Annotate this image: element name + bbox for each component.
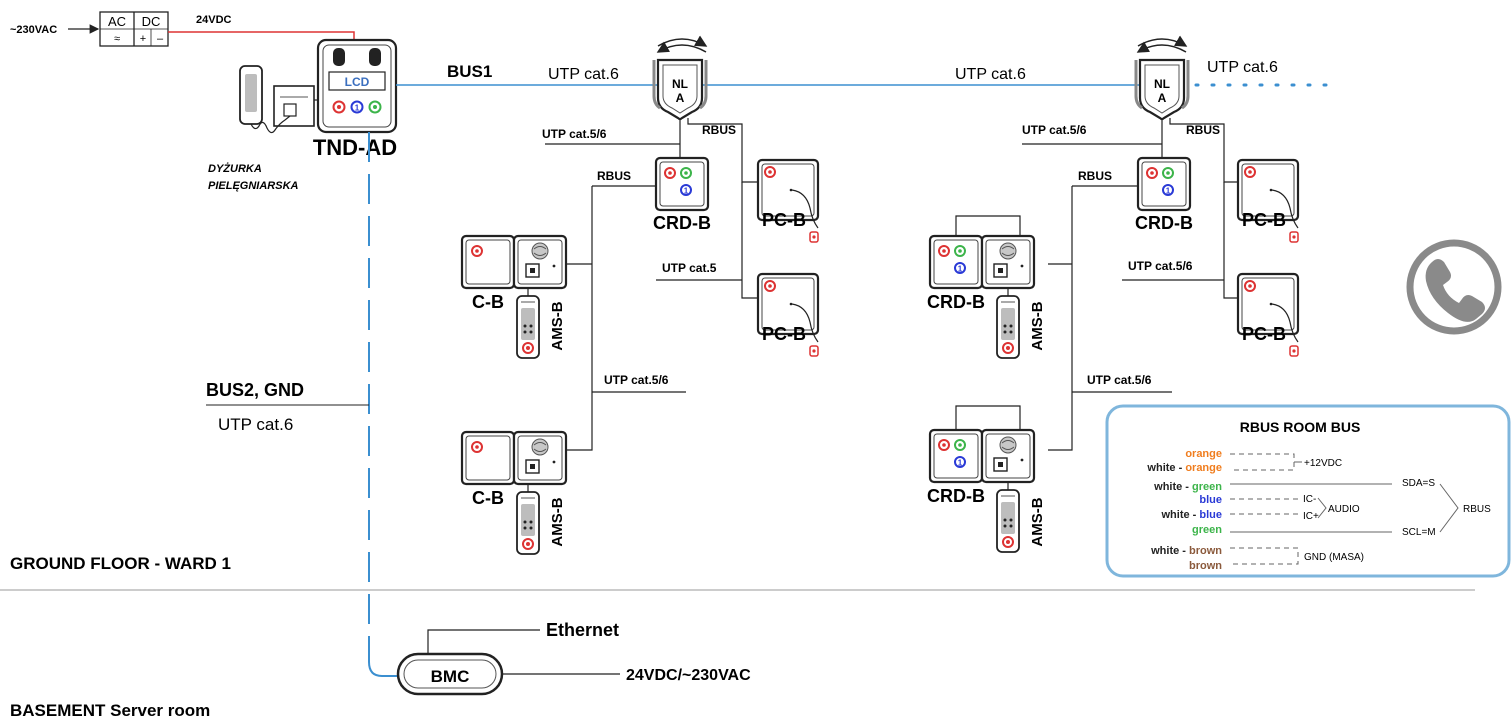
bmc-label: BMC (431, 667, 470, 686)
bus1-label: BUS1 (447, 62, 492, 81)
ethernet-label: Ethernet (546, 620, 619, 640)
utp56-label-2: UTP cat.5/6 (604, 373, 669, 387)
ams-b-label-4: AMS-B (1029, 497, 1046, 546)
legend-wire-8: brown (1189, 560, 1222, 572)
bus2-annotation: BUS2, GND UTP cat.6 (206, 380, 369, 434)
legend-wire-3: white - green (1153, 481, 1222, 493)
ac-symbol: ≈ (114, 33, 120, 45)
tnd-ad-station: LCD 1 TND-AD DYŻURKA PIELĘGNIARSKA (208, 38, 397, 192)
nurse-room-label-2: PIELĘGNIARSKA (208, 180, 299, 192)
utp56-label-1: UTP cat.5/6 (542, 127, 607, 141)
rbus-label-3: RBUS (1186, 123, 1220, 137)
utp5-label: UTP cat.5 (662, 261, 717, 275)
power-input-label: ~230VAC (10, 24, 57, 36)
pc-b-label-3: PC-B (1242, 210, 1286, 230)
room-group-2: UTP cat.5/6 RBUS RBUS UTP cat.5/6 UTP ca… (927, 118, 1300, 553)
dc-label: DC (142, 14, 161, 29)
bus2-label: BUS2, GND (206, 380, 304, 400)
utp56-label-4: UTP cat.5/6 (1128, 259, 1193, 273)
legend-wire-7: white - brown (1150, 545, 1222, 557)
station-btn-1: 1 (355, 104, 360, 113)
legend-wire-6: green (1192, 524, 1222, 536)
legend-gnd: GND (MASA) (1304, 552, 1364, 563)
ams-b-label-2: AMS-B (549, 497, 566, 546)
ams-b-label-1: AMS-B (549, 301, 566, 350)
legend-wire-color-name: orange (1185, 448, 1222, 460)
rbus-label-1: RBUS (702, 123, 736, 137)
crd-b-label-3: CRD-B (927, 292, 985, 312)
nla-node-1: NL A (652, 39, 708, 121)
tnd-ad-label: TND-AD (313, 135, 397, 160)
nla-node-2: NL A (1134, 39, 1190, 121)
bus2-utp-label: UTP cat.6 (218, 415, 293, 434)
c-b-label-1: C-B (472, 292, 504, 312)
legend-wire-color-name: blue (1199, 509, 1222, 521)
minus-symbol: – (157, 33, 164, 45)
crd-b-label-2: CRD-B (1135, 213, 1193, 233)
crd-b-label-1: CRD-B (653, 213, 711, 233)
rbus-label-4: RBUS (1078, 169, 1112, 183)
bus1-utp-label-3: UTP cat.6 (1207, 59, 1278, 76)
pc-b-label-1: PC-B (762, 210, 806, 230)
room-group-1: UTP cat.5/6 RBUS RBUS UTP cat.5 UTP cat.… (460, 118, 820, 555)
bus1-utp-label-2: UTP cat.6 (955, 66, 1026, 83)
utp56-label-3: UTP cat.5/6 (1022, 123, 1087, 137)
legend-wire-2: white - orange (1146, 462, 1222, 474)
nla2-line2: A (1158, 91, 1167, 105)
legend-wire-color-name: green (1192, 481, 1222, 493)
nla2-line1: NL (1154, 77, 1170, 91)
crd-b-label-4: CRD-B (927, 486, 985, 506)
legend-wire-prefix: white - (1160, 509, 1199, 521)
legend-audio: AUDIO (1328, 504, 1360, 515)
ams-b-label-3: AMS-B (1029, 301, 1046, 350)
legend-wire-prefix: white - (1146, 462, 1185, 474)
bmc-power-label: 24VDC/~230VAC (626, 667, 751, 684)
legend-scl: SCL=M (1402, 527, 1436, 538)
legend-wire-color-name: green (1192, 524, 1222, 536)
pc-b-label-4: PC-B (1242, 324, 1286, 344)
legend-wire-prefix: white - (1153, 481, 1192, 493)
nurse-room-label-1: DYŻURKA (208, 162, 262, 175)
legend-wire-1: orange (1185, 448, 1222, 460)
legend-icp: IC+ (1303, 511, 1319, 522)
legend-sda: SDA=S (1402, 478, 1435, 489)
legend-rbus: RBUS (1463, 504, 1491, 515)
bus1-utp-label-1: UTP cat.6 (548, 66, 619, 83)
nla1-line2: A (676, 91, 685, 105)
legend-12vdc: +12VDC (1304, 458, 1342, 469)
legend-wire-5: white - blue (1160, 509, 1222, 521)
power-supply: ~230VAC AC DC ≈ + – 24VDC (10, 11, 355, 47)
legend-icm: IC- (1303, 494, 1316, 505)
lcd-label: LCD (345, 75, 370, 89)
legend-wire-color-name: blue (1199, 494, 1222, 506)
legend-wire-color-name: brown (1189, 545, 1222, 557)
legend-wire-4: blue (1199, 494, 1222, 506)
legend-wire-prefix: white - (1150, 545, 1189, 557)
nla1-line1: NL (672, 77, 688, 91)
legend-title: RBUS ROOM BUS (1240, 419, 1361, 435)
bmc-server: BMC Ethernet 24VDC/~230VAC (396, 620, 751, 696)
c-b-label-2: C-B (472, 488, 504, 508)
power-output-label: 24VDC (196, 14, 232, 26)
rotate-arrows-icon (658, 39, 706, 52)
plus-symbol: + (140, 33, 146, 45)
ground-floor-label: GROUND FLOOR - WARD 1 (10, 554, 231, 573)
basement-label: BASEMENT Server room (10, 701, 210, 720)
rbus-label-2: RBUS (597, 169, 631, 183)
ac-label: AC (108, 14, 126, 29)
legend-wire-color-name: orange (1185, 462, 1222, 474)
pc-b-label-2: PC-B (762, 324, 806, 344)
bus2-to-bmc (368, 661, 400, 677)
rotate-arrows-icon-2 (1138, 39, 1186, 52)
utp56-label-5: UTP cat.5/6 (1087, 373, 1152, 387)
phone-icon (1406, 239, 1502, 335)
legend-wire-color-name: brown (1189, 560, 1222, 572)
lcd-screen (328, 71, 386, 91)
